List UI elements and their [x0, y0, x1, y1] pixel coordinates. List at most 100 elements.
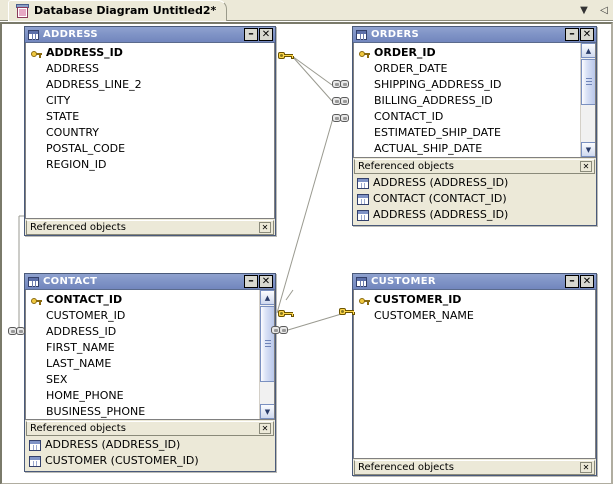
- table-icon: [357, 177, 369, 189]
- referenced-objects-label: Referenced objects: [358, 160, 454, 172]
- tab-back-icon[interactable]: ◁: [600, 4, 608, 16]
- scroll-up-arrow-icon[interactable]: ▲: [581, 43, 595, 58]
- column-row[interactable]: CUSTOMER_ID: [26, 308, 274, 324]
- column-row[interactable]: ORDER_ID: [354, 45, 595, 61]
- column-list-panel: ORDER_ID ORDER_DATE SHIPPING_ADDRESS_ID …: [353, 43, 596, 158]
- primary-key-icon: [358, 47, 371, 60]
- table-window-contact[interactable]: CONTACT – ✕ CONTACT_ID CUSTOMER_ID: [24, 273, 276, 472]
- column-name: ADDRESS: [46, 62, 100, 75]
- column-row[interactable]: COUNTRY: [26, 125, 274, 141]
- column-row[interactable]: ADDRESS: [26, 61, 274, 77]
- table-window-address[interactable]: ADDRESS – ✕ ADDRESS_ID ADDRESS: [24, 26, 276, 236]
- primary-key-icon: [30, 294, 43, 307]
- relationship-link-endpoint-contact-address[interactable]: [271, 326, 290, 335]
- column-row[interactable]: CUSTOMER_ID: [354, 292, 595, 308]
- column-name: LAST_NAME: [46, 357, 112, 370]
- column-row[interactable]: POSTAL_CODE: [26, 141, 274, 157]
- list-item[interactable]: ADDRESS (ADDRESS_ID): [25, 437, 275, 453]
- column-name: CITY: [46, 94, 71, 107]
- column-row[interactable]: REGION_ID: [26, 157, 274, 173]
- relationship-key-endpoint-contact[interactable]: [278, 308, 295, 319]
- column-row[interactable]: CITY: [26, 93, 274, 109]
- tab-label: Database Diagram Untitled2*: [34, 4, 217, 17]
- vertical-scrollbar[interactable]: ▲ ▼: [580, 43, 595, 157]
- column-name: ADDRESS_LINE_2: [46, 78, 142, 91]
- window-buttons: – ✕: [565, 28, 594, 41]
- relationship-link-endpoint-left-margin[interactable]: [8, 327, 27, 336]
- vertical-scrollbar[interactable]: ▲ ▼: [259, 290, 274, 419]
- relationship-link-endpoint-orders-billing[interactable]: [332, 97, 351, 106]
- tab-strip: Database Diagram Untitled2* ▼ ◁: [0, 0, 613, 21]
- table-icon: [357, 209, 369, 221]
- scroll-up-arrow-icon[interactable]: ▲: [260, 290, 274, 305]
- column-row[interactable]: ORDER_DATE: [354, 61, 595, 77]
- tab-database-diagram[interactable]: Database Diagram Untitled2*: [8, 0, 228, 21]
- column-row[interactable]: BILLING_ADDRESS_ID: [354, 93, 595, 109]
- scrollbar-thumb[interactable]: [260, 306, 274, 382]
- referenced-objects-close-button[interactable]: ✕: [580, 462, 592, 473]
- diagram-icon: [15, 3, 30, 19]
- column-row[interactable]: STATE: [26, 109, 274, 125]
- chevron-down-icon[interactable]: ▼: [580, 4, 588, 16]
- minimize-button[interactable]: –: [565, 28, 579, 41]
- minimize-button[interactable]: –: [244, 275, 258, 288]
- close-button[interactable]: ✕: [580, 275, 594, 288]
- column-name: ADDRESS_ID: [46, 325, 117, 338]
- column-name: ORDER_DATE: [374, 62, 448, 75]
- column-name: ACTUAL_SHIP_DATE: [374, 142, 483, 155]
- table-icon: [28, 276, 39, 287]
- relationship-link-endpoint-orders-contact[interactable]: [332, 114, 351, 123]
- list-item[interactable]: ADDRESS (ADDRESS_ID): [353, 175, 596, 191]
- minimize-button[interactable]: –: [565, 275, 579, 288]
- column-name: CONTACT_ID: [46, 293, 123, 306]
- referenced-objects-bar: Referenced objects ✕: [26, 220, 274, 235]
- column-name: BUSINESS_PHONE: [46, 405, 146, 418]
- column-name: ORDER_ID: [374, 46, 436, 59]
- minimize-button[interactable]: –: [244, 28, 258, 41]
- close-button[interactable]: ✕: [580, 28, 594, 41]
- scroll-down-arrow-icon[interactable]: ▼: [260, 404, 274, 419]
- column-row[interactable]: CONTACT_ID: [26, 292, 274, 308]
- table-titlebar[interactable]: CONTACT – ✕: [25, 274, 275, 290]
- column-name: STATE: [46, 110, 80, 123]
- list-item[interactable]: ADDRESS (ADDRESS_ID): [353, 207, 596, 223]
- table-titlebar[interactable]: ADDRESS – ✕: [25, 27, 275, 43]
- column-row[interactable]: CONTACT_ID: [354, 109, 595, 125]
- scroll-down-arrow-icon[interactable]: ▼: [581, 142, 595, 157]
- column-row[interactable]: BUSINESS_PHONE: [26, 404, 274, 419]
- referenced-objects-close-button[interactable]: ✕: [259, 423, 271, 434]
- table-window-orders[interactable]: ORDERS – ✕ ORDER_ID ORDER_DATE: [352, 26, 597, 226]
- close-button[interactable]: ✕: [259, 275, 273, 288]
- list-item[interactable]: CONTACT (CONTACT_ID): [353, 191, 596, 207]
- column-row[interactable]: ADDRESS_ID: [26, 324, 274, 340]
- column-row[interactable]: SEX: [26, 372, 274, 388]
- relationship-link-endpoint-orders-shipping[interactable]: [332, 80, 351, 89]
- column-row[interactable]: FIRST_NAME: [26, 340, 274, 356]
- relationship-key-endpoint-address[interactable]: [278, 50, 295, 61]
- relationship-key-endpoint-customer[interactable]: [339, 306, 356, 317]
- table-window-customer[interactable]: CUSTOMER – ✕ CUSTOMER_ID CUSTOMER_NAME: [352, 273, 597, 476]
- column-row[interactable]: SHIPPING_ADDRESS_ID: [354, 77, 595, 93]
- referenced-objects-close-button[interactable]: ✕: [259, 222, 271, 233]
- referenced-objects-close-button[interactable]: ✕: [580, 161, 592, 172]
- column-row[interactable]: ACTUAL_SHIP_DATE: [354, 141, 595, 157]
- column-list: CONTACT_ID CUSTOMER_ID ADDRESS_ID FIRST_…: [26, 290, 274, 419]
- table-icon: [29, 439, 41, 451]
- referenced-object-label: ADDRESS (ADDRESS_ID): [45, 438, 181, 451]
- table-titlebar[interactable]: CUSTOMER – ✕: [353, 274, 596, 290]
- column-row[interactable]: ADDRESS_ID: [26, 45, 274, 61]
- column-row[interactable]: ESTIMATED_SHIP_DATE: [354, 125, 595, 141]
- close-button[interactable]: ✕: [259, 28, 273, 41]
- scrollbar-thumb[interactable]: [581, 59, 595, 105]
- diagram-canvas[interactable]: ADDRESS – ✕ ADDRESS_ID ADDRESS: [0, 21, 613, 484]
- column-row[interactable]: HOME_PHONE: [26, 388, 274, 404]
- table-title: ORDERS: [371, 28, 420, 40]
- table-titlebar[interactable]: ORDERS – ✕: [353, 27, 596, 43]
- column-row[interactable]: LAST_NAME: [26, 356, 274, 372]
- column-row[interactable]: ADDRESS_LINE_2: [26, 77, 274, 93]
- window-buttons: – ✕: [565, 275, 594, 288]
- column-row[interactable]: CUSTOMER_NAME: [354, 308, 595, 324]
- list-item[interactable]: CUSTOMER (CUSTOMER_ID): [25, 453, 275, 469]
- column-name: CUSTOMER_ID: [46, 309, 126, 322]
